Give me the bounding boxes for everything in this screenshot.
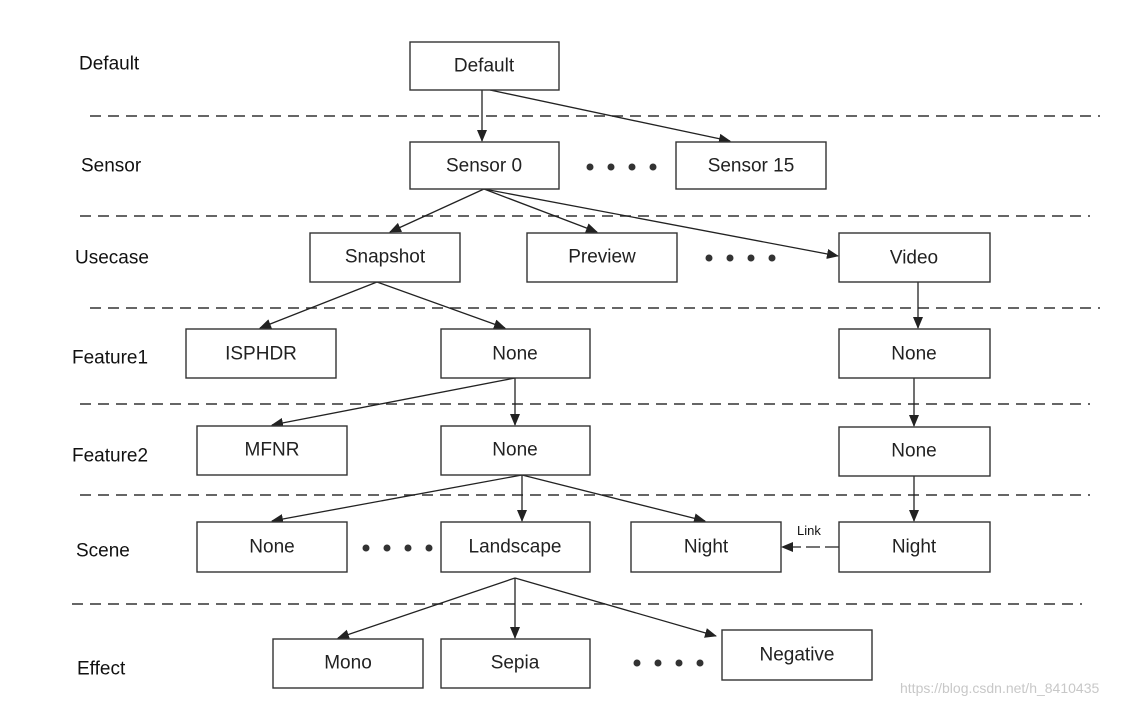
- edge-sensor0-snapshot: [389, 188, 485, 233]
- edge-snapshot-none: [376, 281, 506, 329]
- node-label: Sepia: [491, 653, 540, 674]
- node-feature1-none: None: [440, 328, 591, 379]
- edge-f2none-night: [521, 474, 706, 524]
- link-label: Link: [797, 523, 821, 538]
- node-scene-none: None: [196, 521, 348, 573]
- node-label: Sensor 15: [708, 156, 795, 177]
- node-label: Video: [890, 248, 938, 269]
- node-mfnr: MFNR: [196, 425, 348, 476]
- node-preview: Preview: [526, 232, 678, 283]
- edge-sensor0-preview: [483, 188, 598, 233]
- node-night: Night: [630, 521, 782, 573]
- ellipsis-effects: [633, 659, 704, 667]
- ellipsis-sensors: [586, 163, 657, 171]
- row-label-default: Default: [79, 54, 140, 75]
- node-mono: Mono: [272, 638, 424, 689]
- row-label-feature1: Feature1: [72, 348, 148, 369]
- edge-f1none-mfnr: [271, 377, 516, 428]
- node-label: None: [891, 344, 936, 365]
- node-label: Night: [892, 537, 937, 558]
- node-video: Video: [838, 232, 991, 283]
- row-label-usecase: Usecase: [75, 248, 149, 269]
- node-label: None: [492, 440, 537, 461]
- row-label-sensor: Sensor: [81, 156, 142, 177]
- edge-landscape-negative: [514, 577, 717, 638]
- node-sensor-15: Sensor 15: [675, 141, 827, 190]
- node-sensor-0: Sensor 0: [409, 141, 560, 190]
- node-label: Mono: [324, 653, 372, 674]
- node-isphdr: ISPHDR: [185, 328, 337, 379]
- ellipsis-usecases: [705, 254, 776, 262]
- node-label: ISPHDR: [225, 344, 297, 365]
- edge-sensor0-video: [483, 188, 839, 259]
- node-negative: Negative: [721, 629, 873, 681]
- node-label: None: [891, 441, 936, 462]
- node-video-night: Night: [838, 521, 991, 573]
- node-label: Sensor 0: [446, 156, 522, 177]
- node-label: Negative: [760, 645, 835, 666]
- watermark-url: https://blog.csdn.net/h_8410435: [900, 680, 1099, 696]
- node-label: None: [249, 537, 294, 558]
- edge-f2none-scenenone: [271, 474, 523, 524]
- node-feature2-none: None: [440, 425, 591, 476]
- node-snapshot: Snapshot: [309, 232, 461, 283]
- edge-snapshot-isphdr: [259, 281, 378, 329]
- node-label: MFNR: [245, 440, 300, 461]
- node-label: Snapshot: [345, 247, 426, 268]
- node-video-feature2-none: None: [838, 426, 991, 477]
- node-label: Landscape: [469, 537, 562, 558]
- row-label-effect: Effect: [77, 659, 126, 680]
- node-label: Default: [454, 56, 515, 77]
- node-label: Night: [684, 537, 729, 558]
- node-label: Preview: [568, 247, 636, 268]
- row-label-feature2: Feature2: [72, 446, 148, 467]
- edge-default-sensor15: [489, 89, 731, 144]
- node-sepia: Sepia: [440, 638, 591, 689]
- edge-landscape-mono: [337, 577, 516, 640]
- node-label: None: [492, 344, 537, 365]
- row-label-scene: Scene: [76, 541, 130, 562]
- node-landscape: Landscape: [440, 521, 591, 573]
- node-video-feature1-none: None: [838, 328, 991, 379]
- edges: [259, 89, 923, 640]
- node-default: Default: [409, 41, 560, 91]
- ellipsis-scenes: [362, 544, 433, 552]
